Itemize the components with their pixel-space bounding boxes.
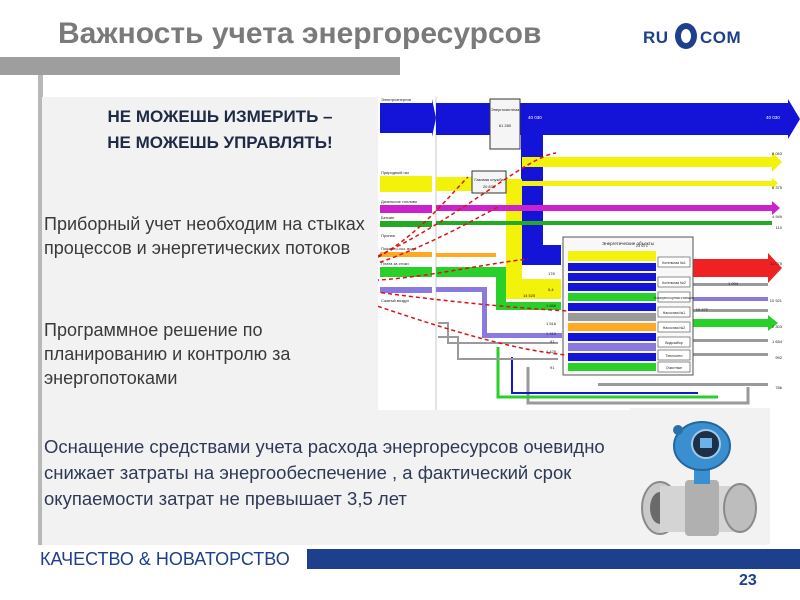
station-boxes: Котельная №1 Котельная №2 Компрессорная … [654,256,694,373]
svg-text:Бензин: Бензин [381,215,394,220]
svg-text:Дизельное топливо: Дизельное топливо [381,199,418,204]
svg-text:Котельная №1: Котельная №1 [662,261,686,265]
energy-flow-diagram: Энергосистема 61 280 Газовая служба 20 8… [378,97,800,410]
flow-meter-image [630,408,770,544]
svg-text:1 666: 1 666 [546,303,557,308]
diagram-left-labels: Электроэнергия Природный газ Дизельное т… [381,97,418,303]
svg-text:Пропан: Пропан [381,233,395,238]
air-input [380,267,432,277]
svg-text:20 878: 20 878 [483,184,496,189]
footer-bar [307,549,800,569]
petrol-input [380,221,432,227]
svg-text:Пожарно-хоз. вода: Пожарно-хоз. вода [381,246,417,251]
svg-text:Котельная №2: Котельная №2 [662,281,686,285]
left-accent-bar [38,75,43,545]
svg-text:14 525: 14 525 [523,293,536,298]
svg-text:Сжатый воздух: Сжатый воздух [381,298,409,303]
pointer-lines [378,152,569,356]
svg-text:786: 786 [775,385,782,390]
sewage-input [380,287,432,293]
gas-service-box [471,170,507,194]
diagram-mid-values: 14 525 178 5,4 1 666 1 516 1 310 91 4 42… [523,271,557,370]
gas-flow-1 [522,157,772,167]
water-input [380,252,432,257]
svg-text:1 516: 1 516 [546,321,557,326]
paragraph-payback: Оснащение средствами учета расхода энерг… [44,436,605,509]
footer-slogan: КАЧЕСТВО & НОВАТОРСТВО [40,549,290,569]
gas-flow-2 [522,181,772,186]
svg-text:4 425: 4 425 [546,349,557,354]
slogan-line-2: НЕ МОЖЕШЬ УПРАВЛЯТЬ! [107,133,333,152]
svg-text:110: 110 [776,225,783,230]
logo-ru-text: RU [643,28,669,47]
svg-text:10 921: 10 921 [770,298,783,303]
svg-text:1 654: 1 654 [772,339,783,344]
svg-text:Насосная №2: Насосная №2 [663,326,685,330]
electricity-flow [436,103,788,135]
svg-text:Насосная №1: Насосная №1 [663,311,685,315]
diagram-right-values: 8 063 6 375 4 949 110 23 671 11 075 1 09… [636,151,783,390]
svg-text:91: 91 [550,339,555,344]
svg-text:Энергетические объекты: Энергетические объекты [602,241,654,246]
slogan-line-1: НЕ МОЖЕШЬ ИЗМЕРИТЬ – [107,107,333,126]
svg-text:10 472: 10 472 [696,307,709,312]
svg-text:1 094: 1 094 [728,281,739,286]
svg-text:6 375: 6 375 [772,185,783,190]
svg-text:40 030: 40 030 [766,115,780,120]
svg-text:5,4: 5,4 [548,287,554,292]
paragraph-metering: Приборный учет необходим на стыках проце… [44,214,365,258]
svg-text:Водозабор: Водозабор [665,341,683,345]
svg-text:992: 992 [775,355,782,360]
svg-text:23 671: 23 671 [636,243,649,248]
electricity-arrow [788,99,800,139]
svg-text:Энергосистема: Энергосистема [491,107,520,112]
energy-system-box [489,98,521,150]
title-underline-bar [0,57,400,75]
logo-com-text: COM [700,28,742,47]
svg-text:11 075: 11 075 [770,261,783,266]
page-number: 23 [739,572,757,589]
diesel-input [380,205,432,213]
electricity-input [380,103,432,133]
svg-text:1 310: 1 310 [546,331,557,336]
paragraph-software: Программное решение по планированию и ко… [44,320,291,388]
svg-text:8 063: 8 063 [772,151,783,156]
svg-text:Очистные: Очистные [666,366,682,370]
svg-text:Плата за стоки: Плата за стоки [381,261,409,266]
svg-text:Электроэнергия: Электроэнергия [381,97,411,102]
svg-text:91: 91 [550,365,555,370]
svg-text:Газовая служба: Газовая служба [474,177,504,182]
petrol-flow [436,221,772,225]
electricity-branch [521,135,543,265]
svg-text:178: 178 [548,271,555,276]
gas-input [380,176,432,192]
svg-text:Теплосети: Теплосети [666,354,683,358]
svg-text:61 280: 61 280 [499,123,512,128]
objects-table-rows [568,251,656,371]
slogan: НЕ МОЖЕШЬ ИЗМЕРИТЬ – НЕ МОЖЕШЬ УПРАВЛЯТЬ… [50,104,390,156]
svg-text:Компрессорная станция: Компрессорная станция [654,296,694,300]
svg-text:Природный газ: Природный газ [381,170,409,175]
logo-mark-icon [675,23,697,49]
svg-text:2 303: 2 303 [772,324,783,329]
slide-title: Важность учета энергоресурсов [58,17,542,50]
svg-text:4 949: 4 949 [772,214,783,219]
diesel-flow [436,205,772,211]
svg-text:40 030: 40 030 [528,115,542,120]
